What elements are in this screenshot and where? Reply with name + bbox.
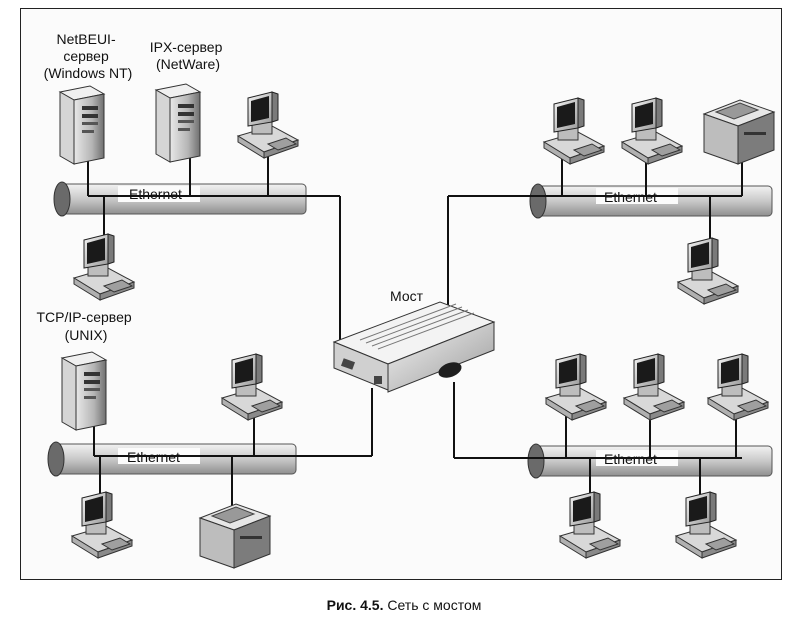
ethernet-label: Ethernet <box>129 186 182 202</box>
workstation-pc <box>675 491 737 559</box>
tcpip-server-tower <box>61 351 107 431</box>
figure-number: Рис. 4.5. <box>326 597 384 613</box>
workstation-pc <box>707 353 769 421</box>
cable-terminator <box>527 443 545 479</box>
workstation-pc <box>677 237 739 305</box>
workstation-pc <box>71 491 133 559</box>
workstation-pc <box>621 97 683 165</box>
workstation-pc <box>73 233 135 301</box>
printer <box>199 503 271 569</box>
figure-caption: Рис. 4.5. Сеть с мостом <box>0 597 808 613</box>
printer <box>703 99 775 165</box>
ipx-server-label: IPX-сервер (NetWare) <box>150 39 227 72</box>
segment-top-left: Ethernet <box>53 83 341 340</box>
workstation-pc <box>559 491 621 559</box>
bridge-label: Мост <box>390 288 424 304</box>
cable-terminator <box>47 441 65 477</box>
segment-top-right: Ethernet <box>447 97 775 318</box>
segment-bottom-right: Ethernet <box>453 353 773 559</box>
workstation-pc <box>545 353 607 421</box>
netbeui-server-tower <box>59 85 105 165</box>
segment-bottom-left: Ethernet <box>47 351 373 569</box>
tcpip-server-label: TCP/IP-сервер (UNIX) <box>36 309 135 343</box>
workstation-pc <box>543 97 605 165</box>
cable-terminator <box>529 183 547 219</box>
netbeui-server-label: NetBEUI- сервер (Windows NT) <box>44 31 133 81</box>
cable-terminator <box>53 181 71 217</box>
figure-title: Сеть с мостом <box>387 597 482 613</box>
bridge-device <box>332 301 496 393</box>
workstation-pc <box>221 353 283 421</box>
workstation-pc <box>623 353 685 421</box>
ipx-server-tower <box>155 83 201 163</box>
workstation-pc <box>237 91 299 159</box>
